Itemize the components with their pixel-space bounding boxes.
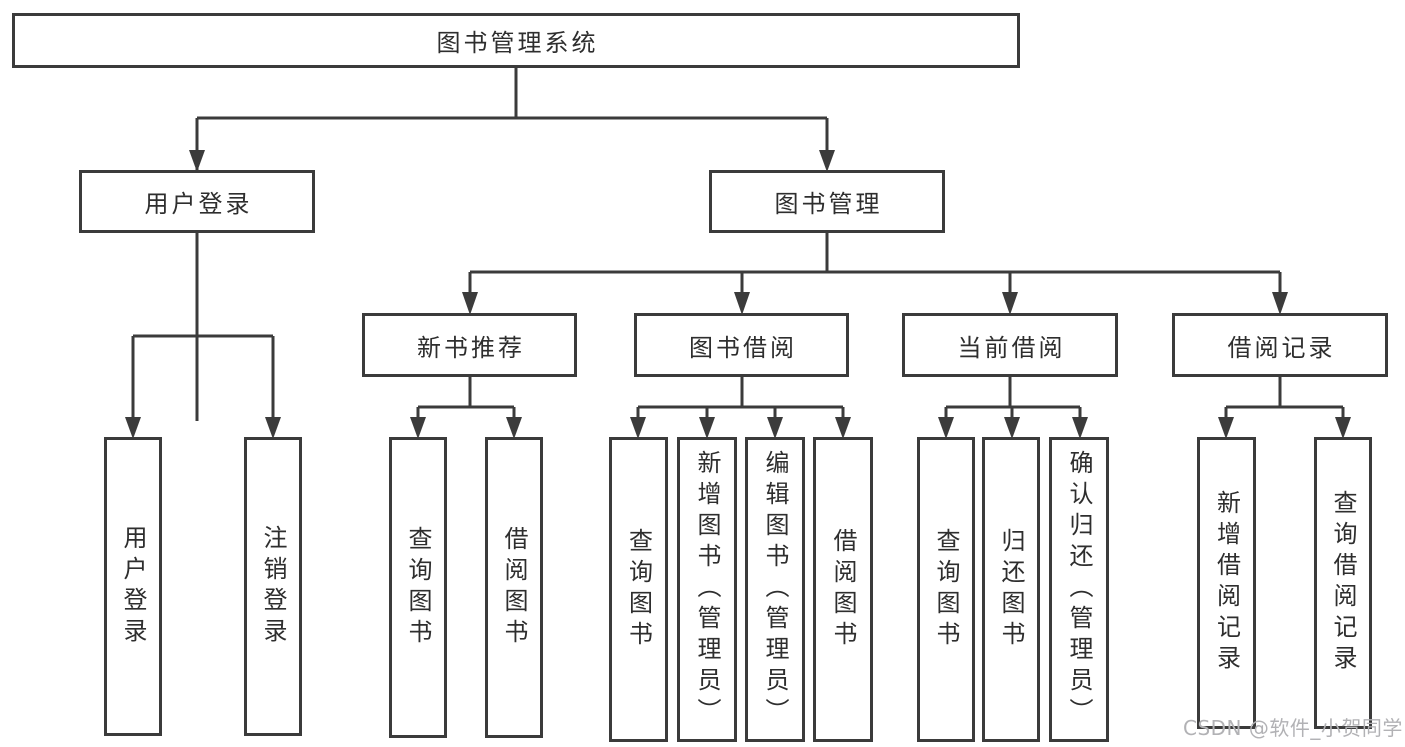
leaf-add-borrow-record-label: 新增借阅记录	[1212, 490, 1241, 676]
leaf-query-books-recommend-label: 查询图书	[404, 525, 432, 650]
leaf-query-books-borrowing-label: 查询图书	[624, 527, 653, 652]
leaf-user-login: 用户登录	[104, 437, 162, 736]
leaf-borrow-books-recommend: 借阅图书	[485, 437, 543, 738]
leaf-borrow-books-borrowing-label: 借阅图书	[829, 527, 857, 652]
leaf-add-borrow-record: 新增借阅记录	[1197, 437, 1256, 729]
leaf-query-books-current-label: 查询图书	[932, 527, 960, 652]
leaf-query-books-recommend: 查询图书	[389, 437, 447, 738]
leaf-logout-login-label: 注销登录	[259, 524, 287, 649]
leaf-query-books-current: 查询图书	[917, 437, 975, 742]
leaf-return-book-label: 归还图书	[997, 527, 1025, 652]
leaf-edit-book-admin: 编辑图书（管理员）	[745, 437, 805, 742]
leaf-borrow-books-recommend-label: 借阅图书	[500, 525, 528, 650]
watermark-text: CSDN @软件_小贺同学	[1183, 716, 1403, 740]
node-library-system: 图书管理系统	[12, 13, 1020, 68]
leaf-add-book-admin: 新增图书（管理员）	[677, 437, 737, 742]
leaf-confirm-return-admin-label: 确认归还（管理员）	[1065, 450, 1093, 729]
leaf-user-login-label: 用户登录	[119, 524, 147, 649]
node-user-login: 用户登录	[79, 170, 315, 233]
leaf-confirm-return-admin: 确认归还（管理员）	[1049, 437, 1109, 742]
leaf-add-book-admin-label: 新增图书（管理员）	[693, 450, 721, 729]
leaf-return-book: 归还图书	[982, 437, 1040, 742]
node-book-management: 图书管理	[709, 170, 945, 233]
leaf-edit-book-admin-label: 编辑图书（管理员）	[761, 450, 789, 729]
node-current-borrowing: 当前借阅	[902, 313, 1118, 377]
leaf-query-borrow-record-label: 查询借阅记录	[1329, 490, 1357, 676]
node-new-book-recommendation: 新书推荐	[362, 313, 577, 377]
leaf-query-books-borrowing: 查询图书	[609, 437, 668, 742]
leaf-borrow-books-borrowing: 借阅图书	[813, 437, 873, 742]
node-book-borrowing: 图书借阅	[634, 313, 849, 377]
connector-spines	[131, 68, 1345, 421]
leaf-logout-login: 注销登录	[244, 437, 302, 736]
arrowheads	[125, 150, 1351, 439]
leaf-query-borrow-record: 查询借阅记录	[1314, 437, 1372, 729]
node-borrowing-records: 借阅记录	[1172, 313, 1388, 377]
